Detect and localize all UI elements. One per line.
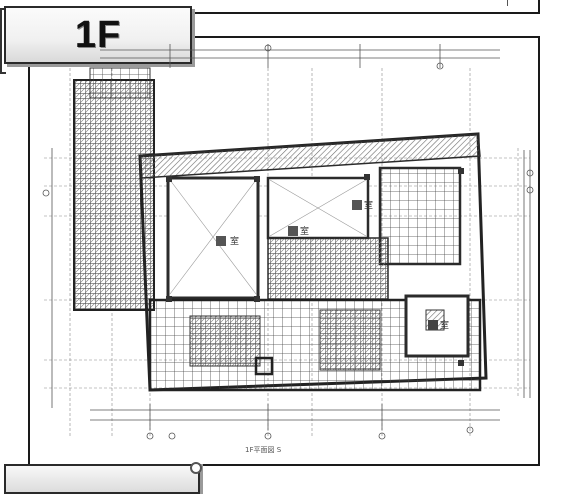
columns bbox=[166, 168, 464, 376]
sheet-edge bbox=[0, 8, 6, 74]
floor-label-box: 1F bbox=[4, 6, 192, 64]
floor-label: 1F bbox=[74, 13, 122, 56]
dimension-lines-top bbox=[100, 44, 500, 70]
room-marks: 室 室 室 室 bbox=[216, 199, 449, 331]
floor-plan-drawing: 室 室 室 室 1F平面図 S bbox=[42, 44, 534, 454]
scale-note: 1F平面図 S bbox=[245, 446, 282, 454]
dimension-lines-bottom bbox=[90, 404, 500, 440]
room-mark: 室 bbox=[440, 319, 449, 331]
dimension-lines-side bbox=[42, 148, 534, 408]
room-mark: 室 bbox=[230, 235, 239, 247]
room-mark: 室 bbox=[364, 199, 373, 211]
room-mark: 室 bbox=[300, 225, 309, 237]
next-floor-label-box bbox=[4, 462, 202, 494]
room-left bbox=[166, 176, 260, 300]
room-right bbox=[378, 166, 462, 266]
upper-sheet-frame bbox=[190, 0, 540, 14]
